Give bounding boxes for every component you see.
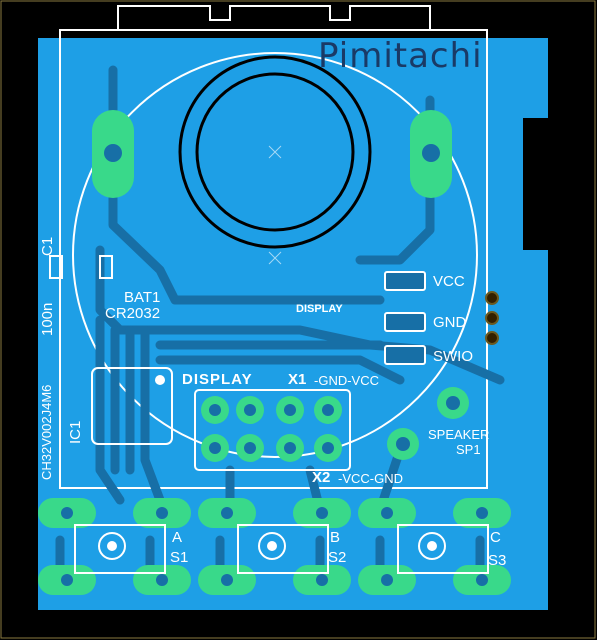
ic1-ref: IC1 xyxy=(67,420,84,444)
coin-cell-outline xyxy=(72,52,478,458)
battery-contact-pads xyxy=(92,110,452,198)
header-side-holes xyxy=(485,291,499,345)
battery-clip-outline xyxy=(59,5,488,489)
speaker-pads xyxy=(387,387,469,460)
board-title: Pimitachi xyxy=(318,36,483,76)
x1-ref: X1 xyxy=(288,371,307,388)
display-header-pads xyxy=(194,389,351,471)
traces xyxy=(55,65,505,580)
display-trace-label: DISPLAY xyxy=(296,303,343,315)
x2-ref: X2 xyxy=(312,469,331,486)
x2-pins: -VCC-GND xyxy=(338,471,403,486)
c1-footprint xyxy=(49,255,113,279)
pin-vcc-label: VCC xyxy=(433,273,465,290)
bat1-part: CR2032 xyxy=(105,305,161,322)
button-a-ref: S1 xyxy=(170,549,189,566)
button-c-ref: S3 xyxy=(488,552,507,569)
pin-swio-label: SWIO xyxy=(433,348,473,365)
c1-value: 100n xyxy=(39,302,56,336)
speaker-ref: SP1 xyxy=(456,442,481,457)
button-a-label: A xyxy=(172,529,183,546)
button-b-label: B xyxy=(330,529,341,546)
x1-pins: -GND-VCC xyxy=(314,373,379,388)
ic1-footprint xyxy=(91,367,173,445)
c1-ref: C1 xyxy=(39,236,56,256)
ic1-part: CH32V002J4M6 xyxy=(39,384,54,480)
debug-header-pads xyxy=(384,271,426,365)
button-b-ref: S2 xyxy=(328,549,347,566)
pin-gnd-label: GND xyxy=(433,314,467,331)
bat1-ref: BAT1 xyxy=(124,289,161,306)
speaker-label: SPEAKER xyxy=(428,427,490,442)
button-bodies xyxy=(74,524,489,574)
display-header-label: DISPLAY xyxy=(182,371,253,388)
button-c-label: C xyxy=(490,529,501,546)
